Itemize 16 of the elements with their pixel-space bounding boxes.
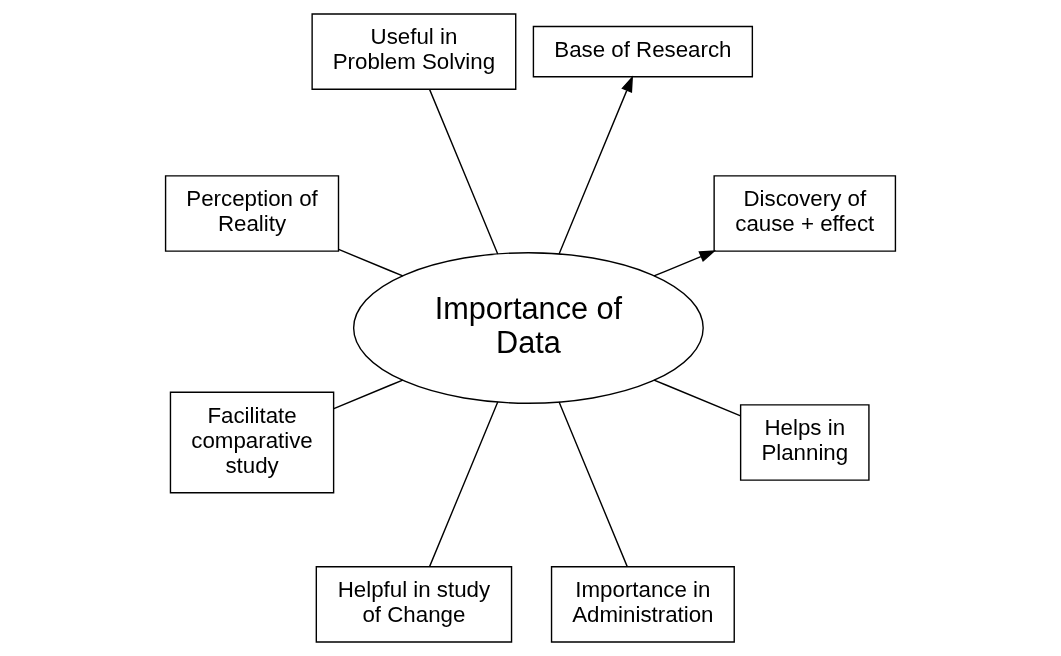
connector <box>558 401 628 568</box>
node-box: Helps in Planning <box>739 404 870 481</box>
arrow <box>558 75 634 255</box>
connector <box>653 379 742 417</box>
node-box: Perception of Reality <box>164 175 340 252</box>
node-box: Discovery of cause + effect <box>713 175 897 252</box>
node-box: Base of Research <box>532 25 754 78</box>
node-box: Facilitate comparative study <box>169 391 335 494</box>
connector <box>333 379 404 410</box>
node-box: Helpful in study of Change <box>315 566 513 643</box>
connector <box>428 401 499 568</box>
node-box: Importance in Administration <box>550 566 735 643</box>
connector <box>428 88 499 255</box>
connector <box>337 248 404 277</box>
node-box: Useful in Problem Solving <box>311 13 517 90</box>
arrow <box>653 250 717 277</box>
